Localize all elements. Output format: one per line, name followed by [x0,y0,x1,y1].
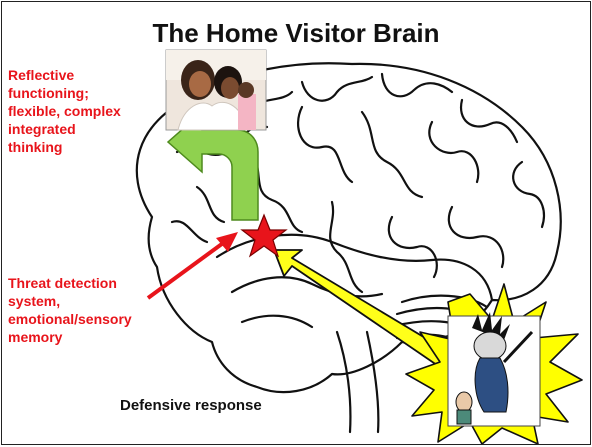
yellow-arrow [274,250,462,374]
threat-detection-label: Threat detection system, emotional/senso… [8,274,132,346]
family-photo [166,50,266,130]
red-arrow [148,232,238,298]
slide-title: The Home Visitor Brain [2,18,590,49]
defensive-response-caption: Defensive response [120,397,262,414]
reflective-functioning-label: Reflective functioning; flexible, comple… [8,66,121,156]
